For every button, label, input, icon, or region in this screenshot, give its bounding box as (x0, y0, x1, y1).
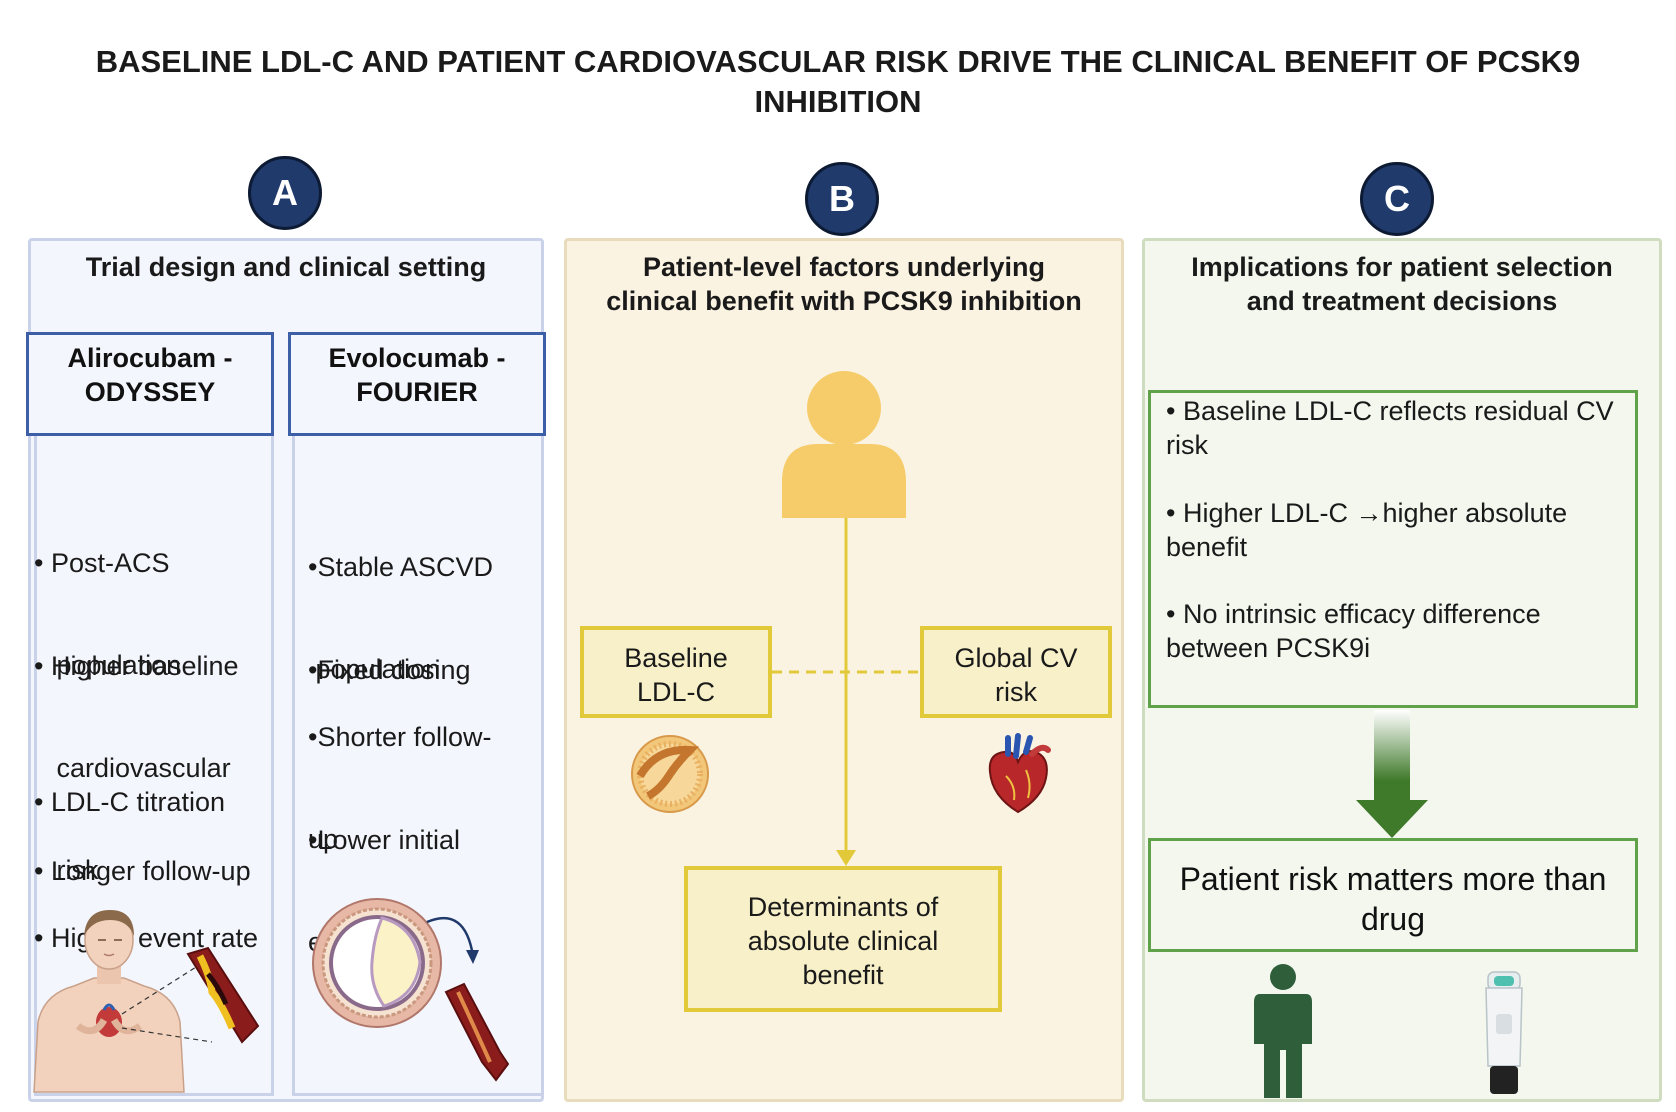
injector-pen-icon (1485, 971, 1523, 1094)
human-chest-icon (33, 910, 213, 1093)
fourier-bullet-followup: •Shorter follow- up (308, 652, 492, 890)
odyssey-trial-header: Alirocubam - ODYSSEY (26, 332, 274, 436)
baseline-ldl-box: Baseline LDL-C (580, 626, 772, 718)
odyssey-bullet-risk: • Higher baseline cardiovascular risk (34, 581, 239, 921)
implication-2-line1: • Higher LDL-C →higher absolute (1166, 498, 1568, 528)
global-cv-risk-line2: risk (995, 677, 1037, 707)
fourier-bullet-population: •Stable ASCVD population (308, 482, 493, 720)
odyssey-bullet-2-line2: cardiovascular (34, 753, 231, 783)
conclusion-line2: drug (1360, 901, 1426, 937)
panel-c-heading-line2: and treatment decisions (1246, 286, 1558, 316)
odyssey-bullet-followup: • Longer follow-up (34, 786, 251, 922)
odyssey-column (34, 430, 274, 1096)
baseline-ldl-line2: LDL-C (636, 677, 716, 707)
fourier-column (292, 430, 544, 1096)
figure-title: BASELINE LDL-C AND PATIENT CARDIOVASCULA… (95, 44, 1581, 119)
artery-plaque-icon (186, 946, 260, 1044)
panel-b-heading-line2: clinical benefit with PCSK9 inhibition (606, 286, 1082, 316)
odyssey-bullet-1-line1: • Post-ACS (34, 548, 170, 578)
curved-arrow-icon (426, 916, 479, 964)
implication-absolute-benefit: • Higher LDL-C →higher absolute benefit (1166, 496, 1567, 564)
odyssey-bullet-population: • Post-ACS population (34, 478, 181, 716)
global-cv-risk-box: Global CV risk (920, 626, 1112, 718)
implication-residual-risk: • Baseline LDL-C reflects residual CV ri… (1166, 394, 1614, 462)
panel-a-heading: Trial design and clinical setting (85, 252, 487, 282)
panel-a-badge: A (248, 156, 322, 230)
artery-cross-section-icon (312, 898, 442, 1028)
determinants-line3: benefit (802, 960, 884, 990)
blood-vessel-icon (444, 982, 510, 1082)
global-cv-risk-line1: Global CV (954, 643, 1078, 673)
fourier-name-line2: FOURIER (356, 377, 478, 407)
implication-2-line2: benefit (1166, 532, 1248, 562)
implication-no-difference: • No intrinsic efficacy difference betwe… (1166, 597, 1541, 665)
fourier-bullet-3-line2: up (308, 824, 339, 854)
fourier-bullet-1-line1: •Stable ASCVD (308, 552, 494, 582)
implication-3-line2: between PCSK9i (1166, 633, 1371, 663)
odyssey-bullet-titration: • LDL-C titration (34, 717, 225, 853)
patient-figure-icon (1254, 964, 1312, 1098)
odyssey-bullet-1-line2: population (34, 650, 182, 680)
arrow-down-icon (1356, 710, 1428, 838)
panel-c-heading-line1: Implications for patient selection (1191, 252, 1613, 282)
panel-c-heading: Implications for patient selection and t… (1148, 250, 1656, 318)
fourier-name-line1: Evolocumab - (328, 343, 506, 373)
lipoprotein-particle-icon (631, 735, 709, 813)
panel-b-heading-line1: Patient-level factors underlying (642, 252, 1046, 282)
fourier-bullet-2-line1: •Fixed dosing (308, 655, 471, 685)
odyssey-bullet-4-line1: • Longer follow-up (34, 856, 251, 886)
implication-1-line1: • Baseline LDL-C reflects residual CV (1166, 396, 1614, 426)
panel-c-badge: C (1360, 162, 1434, 236)
factor-connectors (772, 518, 920, 866)
determinants-box: Determinants of absolute clinical benefi… (684, 866, 1002, 1012)
odyssey-bullet-2-line1: • Higher baseline (34, 651, 239, 681)
panel-b-badge: B (805, 162, 879, 236)
odyssey-bullet-2-line3: risk (34, 855, 99, 885)
panel-b-heading: Patient-level factors underlying clinica… (570, 250, 1118, 318)
baseline-ldl-line1: Baseline (624, 643, 728, 673)
fourier-bullet-4-line1: •Lower initial (308, 825, 461, 855)
conclusion-line1: Patient risk matters more than (1179, 861, 1607, 897)
fourier-bullet-1-line2: population (308, 654, 441, 684)
heart-icon (988, 733, 1051, 814)
implications-box (1148, 390, 1638, 708)
determinants-line1: Determinants of (747, 892, 939, 922)
fourier-trial-header: Evolocumab - FOURIER (288, 332, 546, 436)
determinants-line2: absolute clinical (747, 926, 939, 956)
odyssey-name-line2: ODYSSEY (84, 377, 216, 407)
odyssey-name-line1: Alirocubam - (67, 343, 233, 373)
fourier-bullet-3-line1: •Shorter follow- (308, 722, 492, 752)
implication-3-line1: • No intrinsic efficacy difference (1166, 599, 1541, 629)
conclusion-box: Patient risk matters more than drug (1148, 838, 1638, 952)
implication-1-line2: risk (1166, 430, 1208, 460)
fourier-bullet-dosing: •Fixed dosing (308, 585, 471, 721)
odyssey-bullet-3-line1: • LDL-C titration (34, 787, 226, 817)
person-icon (782, 371, 906, 518)
